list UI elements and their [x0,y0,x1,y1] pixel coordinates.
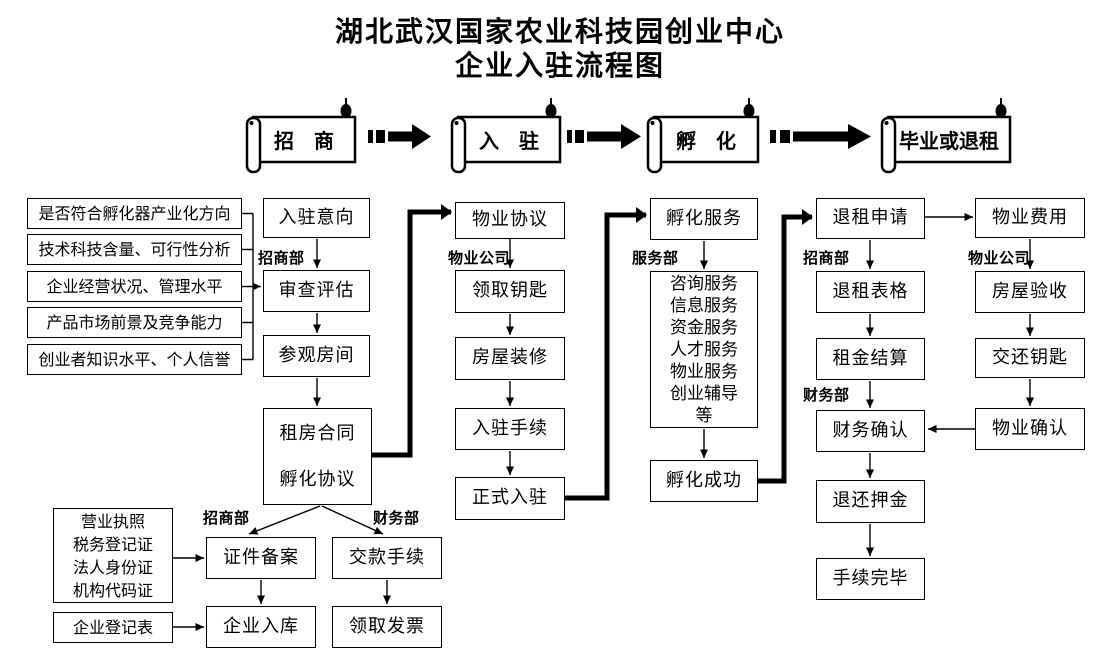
node-deposit-refund: 退还押金 [816,480,925,523]
criteria-box-5: 创业者知识水平、个人信誉 [27,344,242,375]
node-termination-form: 退租表格 [816,271,925,313]
striped-stage-arrows [368,124,871,149]
criteria-bracket [242,212,254,361]
node-finance-confirm: 财务确认 [816,410,925,452]
dept-label-zhaoshangbu-2: 招商部 [803,249,850,267]
node-entry-intent: 入驻意向 [263,198,370,238]
scroll-banner-shapes [245,98,1012,174]
dept-label-wuyegongsi-1: 物业公司 [448,249,511,267]
node-property-fee: 物业费用 [975,198,1085,238]
node-entry-procedure: 入驻手续 [455,408,565,450]
dept-label-zhaoshangbu-1: 招商部 [258,249,305,267]
node-services-list: 咨询服务 信息服务 资金服务 人才服务 物业服务 创业辅导 等 [650,271,758,428]
node-contract: 租房合同 孵化协议 [263,408,372,505]
node-official-entry: 正式入驻 [455,477,565,520]
node-company-store: 企业入库 [206,606,316,648]
node-review-assess: 审查评估 [263,270,370,312]
node-incubation-service: 孵化服务 [650,198,758,240]
node-incubation-success: 孵化成功 [650,460,758,502]
dept-label-zhaoshangbu-3: 招商部 [203,509,250,527]
node-house-renovation: 房屋装修 [455,337,565,380]
node-rent-settlement: 租金结算 [816,338,925,380]
stage-banner-zhaoshang: 招 商 [274,129,334,153]
node-house-inspection: 房屋验收 [975,271,1085,313]
criteria-box-3: 企业经营状况、管理水平 [27,271,242,302]
node-property-agreement: 物业协议 [455,202,565,239]
stage-banner-ruzhu: 入 驻 [479,129,539,153]
dept-label-caiwubu-2: 财务部 [373,509,420,527]
page-title-line1: 湖北武汉国家农业科技园创业中心 [334,15,785,48]
criteria-box-2: 技术科技含量、可行性分析 [27,234,242,265]
node-cert-docs: 营业执照 税务登记证 法人身份证 机构代码证 [53,508,173,603]
page-title-line2: 企业入驻流程图 [454,49,665,82]
node-get-invoice: 领取发票 [332,606,442,648]
node-payment-procedure: 交款手续 [332,537,442,579]
node-visit-room: 参观房间 [263,335,370,377]
flow-arrows [173,213,1034,631]
node-return-keys: 交还钥匙 [975,338,1085,378]
node-property-confirm: 物业确认 [975,408,1085,450]
node-cert-filing: 证件备案 [206,537,316,579]
dept-label-fuwubu: 服务部 [632,249,679,267]
dept-label-caiwubu-1: 财务部 [803,386,850,404]
criteria-box-4: 产品市场前景及竞争能力 [27,307,242,338]
stage-banner-fuhua: 孵 化 [676,129,736,153]
node-get-keys: 领取钥匙 [455,270,565,313]
thick-stage-connectors [372,204,813,501]
dept-label-wuyegongsi-2: 物业公司 [968,249,1031,267]
node-termination-apply: 退租申请 [816,198,925,239]
node-registration-form: 企业登记表 [53,612,173,643]
node-procedure-complete: 手续完毕 [816,558,925,600]
stage-banner-biye: 毕业或退租 [899,129,999,153]
criteria-box-1: 是否符合孵化器产业化方向 [27,198,242,229]
